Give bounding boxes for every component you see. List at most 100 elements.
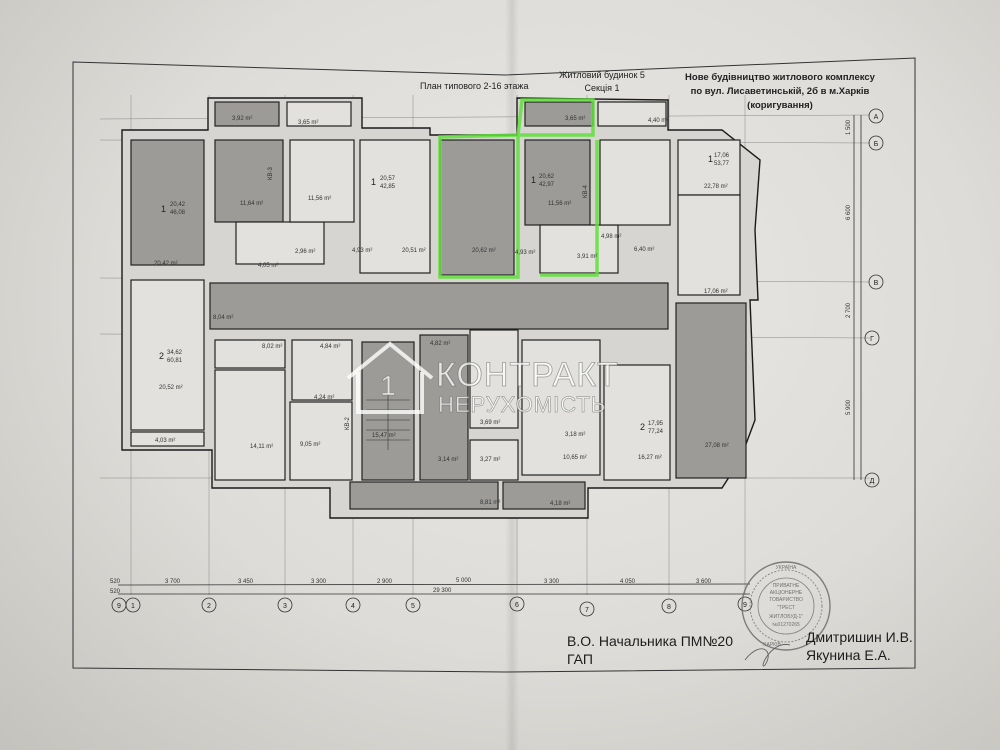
svg-text:1: 1	[161, 204, 166, 214]
svg-text:4,18 m²: 4,18 m²	[550, 501, 570, 507]
axis-marker	[509, 596, 525, 612]
signatory-role-1: В.О. Начальника ПМ№20	[567, 633, 733, 649]
svg-text:4,84 m²: 4,84 m²	[320, 344, 340, 350]
svg-text:ЖИТЛОБУД-1": ЖИТЛОБУД-1"	[769, 614, 803, 620]
svg-text:5 900: 5 900	[846, 399, 852, 415]
axis-marker	[737, 596, 753, 612]
svg-text:2: 2	[159, 351, 164, 361]
room-apt6-kitchen	[521, 339, 601, 476]
svg-text:3,91 m²: 3,91 m²	[577, 254, 597, 260]
project-line-3: (коригування)	[747, 100, 813, 111]
svg-text:3: 3	[283, 603, 287, 610]
svg-text:1: 1	[708, 154, 713, 164]
svg-text:5: 5	[411, 603, 415, 610]
room-balcony-1	[214, 101, 280, 127]
room-bathrooms-kv3	[235, 221, 325, 265]
svg-text:77,24: 77,24	[648, 429, 664, 435]
key-logo-icon: 1	[380, 370, 396, 401]
room-balcony-5	[130, 431, 205, 447]
room-bedroom-5	[214, 369, 286, 481]
svg-text:16,27 m²: 16,27 m²	[638, 455, 662, 461]
room-kitchen-kv3	[214, 139, 284, 223]
svg-text:А: А	[874, 114, 879, 121]
svg-text:22,78 m²: 22,78 m²	[704, 184, 728, 190]
elevator-shaft	[469, 329, 519, 429]
room-apt6-bedroom	[603, 364, 671, 481]
svg-text:4,98 m²: 4,98 m²	[601, 234, 621, 240]
svg-text:11,56 m²: 11,56 m²	[548, 201, 571, 207]
svg-text:3,92 m²: 3,92 m²	[232, 116, 252, 122]
svg-text:2,96 m²: 2,96 m²	[295, 249, 315, 255]
svg-text:4,05 m²: 4,05 m²	[258, 263, 278, 269]
svg-text:3 600: 3 600	[696, 579, 712, 585]
axis-marker	[405, 597, 421, 613]
corridor	[209, 282, 669, 330]
room-apt4-kitchen	[677, 194, 741, 296]
svg-text:3,65 m²: 3,65 m²	[298, 120, 318, 126]
apartment-code: КВ-4	[583, 185, 589, 198]
room-hall-4	[599, 139, 671, 226]
svg-text:8,02 m²: 8,02 m²	[262, 344, 282, 350]
svg-text:20,51 m²: 20,51 m²	[402, 248, 426, 254]
watermark-line-1: КОНТРАКТ	[436, 356, 619, 394]
svg-text:6 600: 6 600	[846, 204, 852, 220]
house-logo-icon	[346, 341, 434, 414]
room-apt2-living	[359, 139, 431, 274]
svg-text:3,14 m²: 3,14 m²	[438, 457, 458, 463]
balcony-8-81	[349, 481, 499, 510]
horizontal-dimensions: 520 3 700 3 450 3 300 2 900 5 000 3 300 …	[110, 578, 751, 595]
svg-text:№01270265: №01270265	[772, 622, 800, 628]
svg-text:4,24 m²: 4,24 m²	[314, 395, 334, 401]
rooms	[130, 101, 747, 510]
room-apt5-living	[130, 279, 205, 431]
svg-text:53,77: 53,77	[714, 161, 730, 167]
svg-text:20,42: 20,42	[170, 202, 186, 208]
svg-text:15,47 m²: 15,47 m²	[372, 433, 396, 439]
svg-text:4 050: 4 050	[620, 579, 636, 585]
project-line-1: Нове будівництво житлового комплексу	[685, 72, 876, 83]
room-apt3-living	[439, 139, 515, 276]
svg-text:8,81 m²: 8,81 m²	[480, 500, 500, 506]
building-title: Житловий будинок 5	[559, 70, 645, 80]
svg-text:Д: Д	[870, 478, 875, 485]
svg-text:"ТРЕСТ: "ТРЕСТ	[777, 605, 795, 611]
svg-text:2 900: 2 900	[377, 579, 393, 585]
svg-text:8: 8	[667, 604, 671, 611]
svg-text:ХАРКІВ: ХАРКІВ	[763, 642, 781, 648]
watermark-line-2: НЕРУХОМІСТЬ	[438, 392, 606, 417]
svg-text:4,82 m²: 4,82 m²	[430, 341, 450, 347]
column-axes: 9 1 2 3 4 5 6 7 8 9	[111, 596, 753, 617]
svg-text:3 300: 3 300	[311, 579, 327, 585]
apartment-label: 1 17,06 53,77	[708, 153, 730, 167]
svg-text:4,93 m²: 4,93 m²	[352, 248, 372, 254]
apartment-label: 2 17,95 77,24	[640, 421, 664, 435]
svg-text:1: 1	[371, 177, 376, 187]
svg-text:АКЦІОНЕРНЕ: АКЦІОНЕРНЕ	[770, 590, 803, 596]
apartment-label: 1 20,42 46,08	[161, 202, 186, 216]
svg-text:1: 1	[531, 175, 536, 185]
svg-text:6: 6	[515, 602, 519, 609]
svg-text:11,64 m²: 11,64 m²	[240, 201, 263, 207]
svg-text:2: 2	[207, 603, 211, 610]
svg-text:Б: Б	[874, 141, 879, 148]
signatory-role-2: ГАП	[567, 651, 593, 667]
axis-marker	[579, 601, 595, 617]
svg-text:4,03 m²: 4,03 m²	[155, 438, 175, 444]
balcony-4-18	[502, 481, 586, 510]
svg-text:42,85: 42,85	[380, 184, 396, 190]
svg-text:8,04 m²: 8,04 m²	[213, 315, 233, 321]
svg-text:1: 1	[131, 603, 135, 610]
svg-text:46,08: 46,08	[170, 210, 186, 216]
room-kitchen-2	[289, 139, 355, 223]
svg-text:3,27 m²: 3,27 m²	[480, 457, 500, 463]
axis-marker	[277, 597, 293, 613]
row-axes: А Б В Г Д 1 500 6 600 2 700 5 900	[846, 108, 884, 488]
axis-marker	[345, 597, 361, 613]
svg-text:7: 7	[585, 607, 589, 614]
room-9-05	[289, 401, 353, 481]
drawing-frame	[72, 57, 916, 673]
svg-text:4: 4	[351, 603, 355, 610]
svg-text:10,65 m²: 10,65 m²	[563, 455, 587, 461]
room-apt1-living	[130, 139, 205, 266]
handwritten-signature	[744, 644, 791, 667]
